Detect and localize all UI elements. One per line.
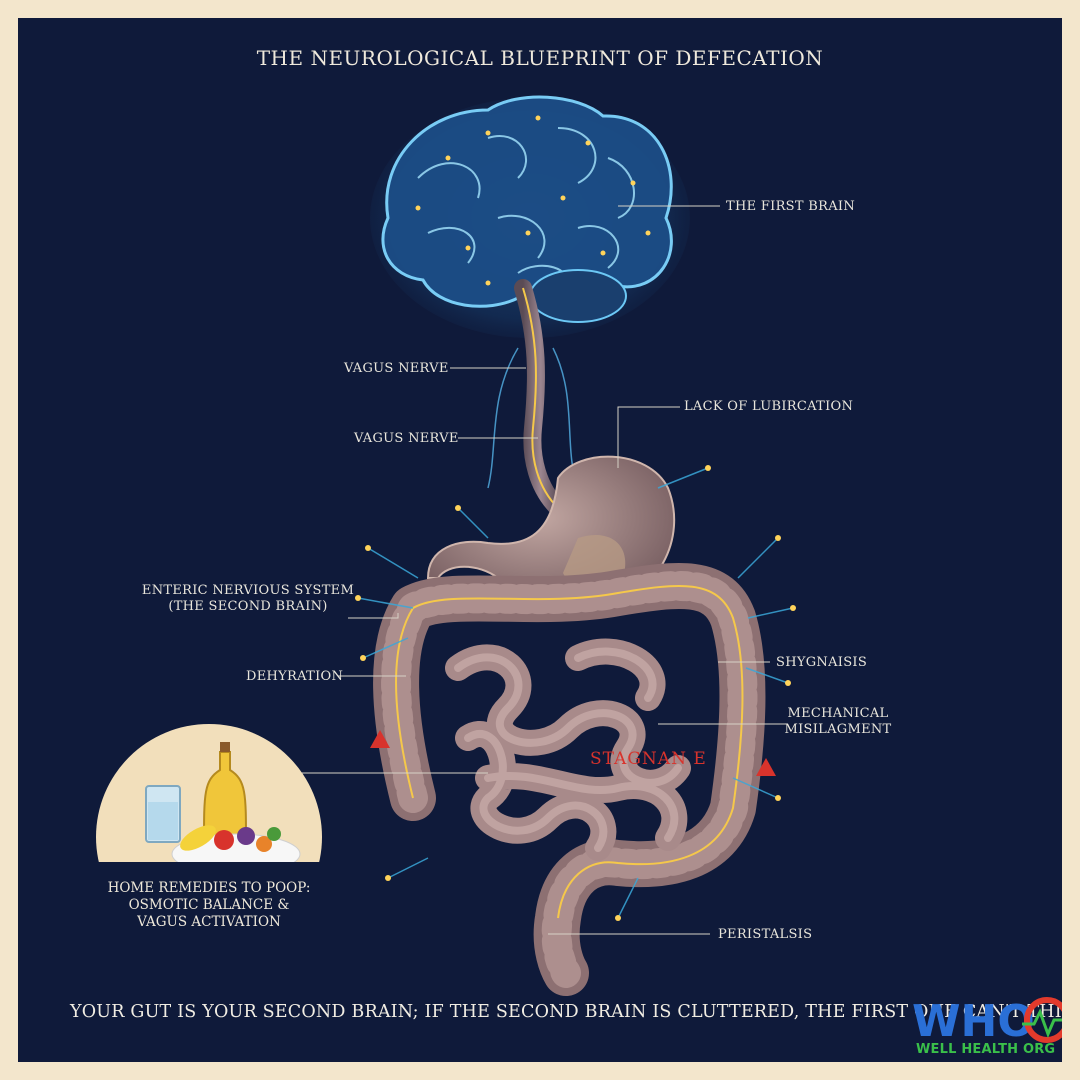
ens-line-2: (THE SECOND BRAIN) [168,599,328,614]
orange-icon [256,836,272,852]
anatomy-illustration [300,95,796,996]
small-intestine [445,638,691,861]
label-enteric-nervous-system: ENTERIC NERVIOUS SYSTEM (THE SECOND BRAI… [138,583,358,615]
vagus-nerve-trunk [487,279,579,517]
apple-icon [214,830,234,850]
label-lack-of-lubrication: LACK OF LUBIRCATION [684,399,854,414]
remedy-caption: HOME REMEDIES TO POOP: OSMOTIC BALANCE &… [88,880,330,931]
infographic-frame: THE NEUROLOGICAL BLUEPRINT OF DEFECATION… [18,18,1062,1062]
mech-line-1: MECHANICAL [787,706,889,721]
bottom-quote: YOUR GUT IS YOUR SECOND BRAIN; IF THE SE… [70,1002,1062,1022]
label-vagus-nerve-upper: VAGUS NERVE [344,361,449,376]
brain [370,95,690,338]
remedy-line-3: VAGUS ACTIVATION [137,914,281,930]
remedy-panel-mask [96,862,322,982]
page-title: THE NEUROLOGICAL BLUEPRINT OF DEFECATION [256,46,824,70]
label-first-brain: THE FIRST BRAIN [726,199,856,214]
logo-mark-text: WHO [912,996,1035,1047]
leader-lines [300,205,788,935]
label-shygnaisis: SHYGNAISIS [776,655,868,670]
label-dehydration: DEHYRATION [246,669,344,684]
mech-line-2: MISILAGMENT [784,722,892,737]
remedy-line-2: OSMOTIC BALANCE & [128,897,290,913]
leaf-icon [267,827,281,841]
warning-icon [756,758,776,776]
nerve-nodes [355,465,796,921]
ens-line-1: ENTERIC NERVIOUS SYSTEM [141,583,355,598]
enteric-nerve-branches [357,467,794,919]
label-stagnant: STAGNAN E [590,749,707,769]
label-peristalsis: PERISTALSIS [718,927,813,942]
remedy-line-1: HOME REMEDIES TO POOP: [107,880,311,896]
label-mechanical-misalignment: MECHANICAL MISILAGMENT [774,706,902,738]
grape-icon [237,827,255,845]
warning-icon [370,730,390,748]
who-logo: WHO [912,996,1062,1047]
label-vagus-nerve-lower: VAGUS NERVE [354,431,459,446]
logo-text: WELL HEALTH ORG [916,1042,1056,1057]
banana-icon [180,825,216,851]
